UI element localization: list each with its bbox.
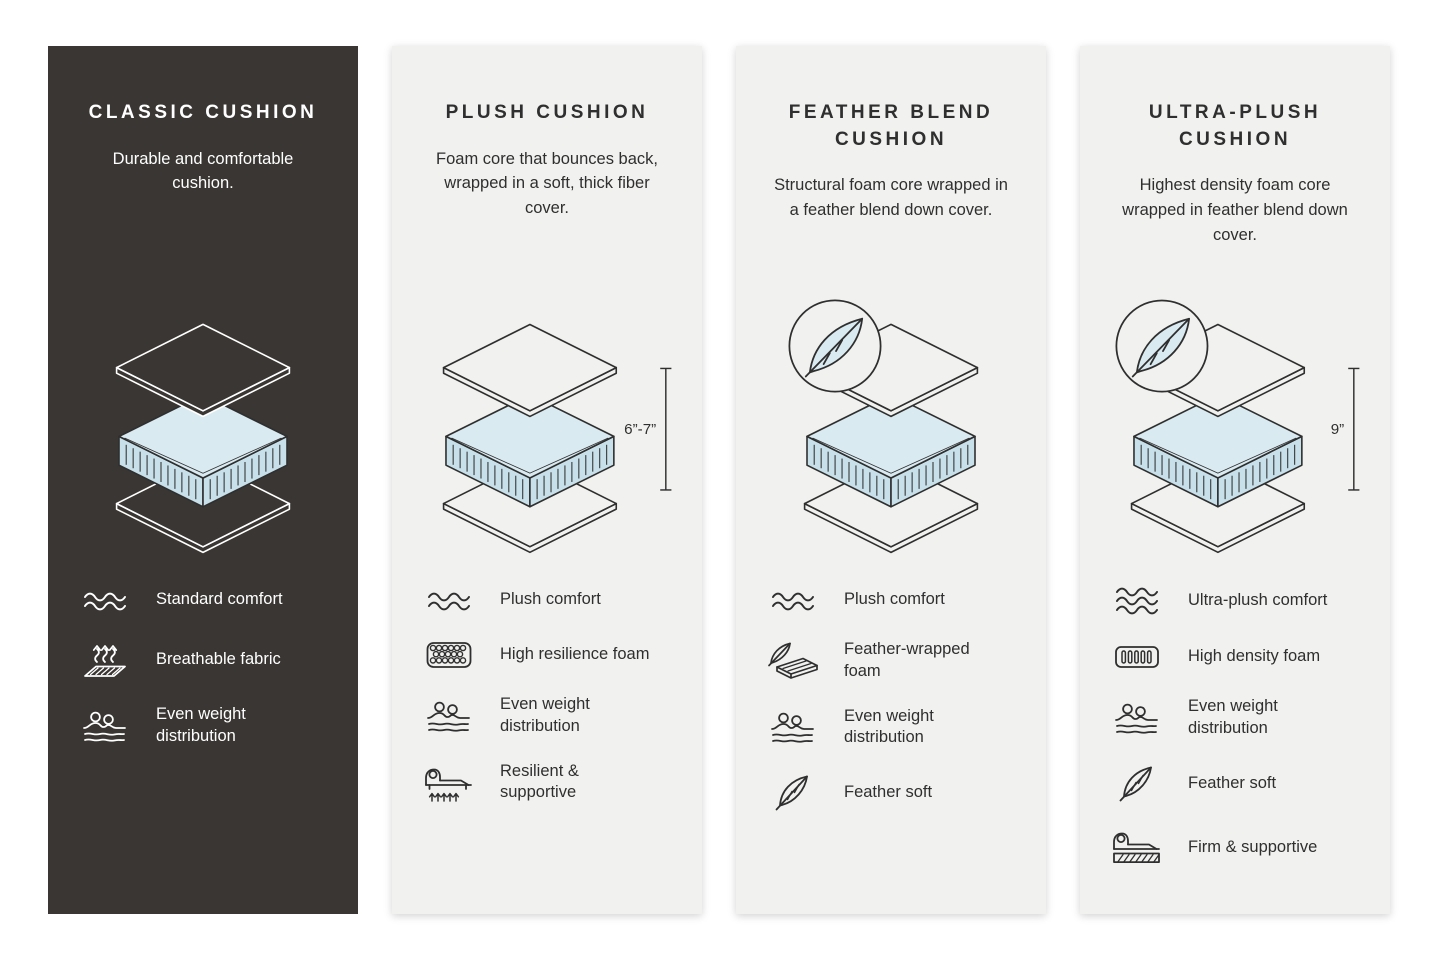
even-weight-icon	[422, 698, 476, 734]
cushion-card-feather-blend: FEATHER BLEND CUSHION Structural foam co…	[736, 46, 1046, 914]
waves-3-icon	[1110, 584, 1164, 618]
feature-label: Feather soft	[844, 783, 933, 802]
feature-label: Even weight distribution	[844, 706, 934, 747]
card-description: Highest density foam core wrapped in fea…	[1122, 176, 1348, 244]
card-head: CLASSIC CUSHION Durable and comfortable …	[82, 100, 324, 290]
feature-list: Plush comfort High resilience foam Even …	[422, 584, 672, 804]
feature-label: Ultra-plush comfort	[1188, 591, 1328, 610]
card-head: ULTRA-PLUSH CUSHION Highest density foam…	[1108, 100, 1362, 290]
feature-row: Resilient & supportive	[422, 761, 672, 805]
breathable-icon	[78, 639, 132, 681]
feature-label: Resilient & supportive	[500, 761, 579, 802]
feature-list: Plush comfort Feather-wrapped foam Even …	[766, 584, 1016, 814]
diagram-wrap	[83, 290, 323, 570]
cushion-diagram: 6”-7”	[442, 323, 671, 554]
diagram-wrap	[771, 290, 1011, 570]
feather-icon	[804, 317, 864, 378]
feature-row: Feather soft	[766, 772, 1016, 814]
lounger-arrows-icon	[422, 761, 476, 803]
feature-label: Feather soft	[1188, 773, 1277, 792]
feature-row: Even weight distribution	[78, 704, 328, 748]
feature-label: High resilience foam	[500, 645, 650, 664]
feather-foam-icon	[766, 641, 820, 681]
feature-row: Even weight distribution	[422, 694, 672, 738]
card-description: Structural foam core wrapped in a feathe…	[774, 176, 1008, 219]
feature-list: Ultra-plush comfort High density foam Ev…	[1110, 584, 1360, 868]
feather-badge	[1115, 299, 1208, 393]
feature-row: Breathable fabric	[78, 639, 328, 681]
feature-row: Even weight distribution	[766, 706, 1016, 750]
even-weight-icon	[1110, 700, 1164, 736]
feature-label: Even weight distribution	[156, 705, 246, 745]
density-foam-icon	[1110, 641, 1164, 673]
diagram-wrap: 9”	[1098, 290, 1373, 570]
cushion-diagram	[788, 299, 979, 554]
cushion-diagram: 9”	[1115, 299, 1359, 554]
feature-row: Feather-wrapped foam	[766, 639, 1016, 683]
feature-row: Feather soft	[1110, 763, 1360, 805]
feature-row: Plush comfort	[422, 584, 672, 616]
feature-row: Standard comfort	[78, 584, 328, 616]
feature-label: Even weight distribution	[1188, 697, 1278, 737]
dimension-label: 9”	[1330, 421, 1344, 438]
cushion-card-classic: CLASSIC CUSHION Durable and comfortable …	[48, 46, 358, 914]
feature-label: Plush comfort	[844, 590, 945, 609]
feature-row: Ultra-plush comfort	[1110, 584, 1360, 618]
feather-icon	[1110, 763, 1164, 805]
dimension-indicator	[1347, 367, 1359, 491]
feature-label: Even weight distribution	[500, 695, 590, 735]
feather-icon	[766, 772, 820, 814]
foam-core	[806, 394, 976, 508]
firm-supportive-icon	[1110, 828, 1164, 868]
feature-row: High density foam	[1110, 641, 1360, 673]
waves-2-icon	[766, 584, 820, 616]
foam-core	[444, 394, 615, 508]
feather-badge	[788, 299, 882, 393]
even-weight-icon	[78, 708, 132, 744]
cushion-diagram	[115, 323, 291, 554]
feather-icon	[1131, 317, 1190, 378]
even-weight-icon	[766, 709, 820, 745]
feature-label: Breathable fabric	[156, 650, 281, 669]
foam-core	[118, 394, 288, 508]
dimension-label: 6”-7”	[624, 421, 656, 438]
diagram-wrap: 6”-7”	[410, 290, 685, 570]
card-title: ULTRA-PLUSH CUSHION	[1148, 102, 1322, 150]
card-title: PLUSH CUSHION	[445, 102, 649, 123]
feature-label: Feather-wrapped foam	[844, 640, 970, 680]
card-head: FEATHER BLEND CUSHION Structural foam co…	[764, 100, 1018, 290]
card-head: PLUSH CUSHION Foam core that bounces bac…	[426, 100, 668, 290]
waves-2-icon	[422, 584, 476, 616]
feature-row: Even weight distribution	[1110, 696, 1360, 740]
dimension-indicator	[659, 367, 671, 491]
card-row: CLASSIC CUSHION Durable and comfortable …	[48, 46, 1390, 914]
top-cover	[442, 323, 617, 418]
feature-row: High resilience foam	[422, 639, 672, 671]
card-description: Durable and comfortable cushion.	[112, 149, 294, 193]
top-cover	[115, 323, 291, 418]
cushion-card-plush: PLUSH CUSHION Foam core that bounces bac…	[392, 46, 702, 914]
feature-list: Standard comfort Breathable fabric Even …	[78, 584, 328, 748]
honeycomb-foam-icon	[422, 639, 476, 671]
cushion-card-ultra-plush: ULTRA-PLUSH CUSHION Highest density foam…	[1080, 46, 1390, 914]
feature-row: Firm & supportive	[1110, 828, 1360, 868]
feature-label: Firm & supportive	[1188, 837, 1318, 856]
feature-label: Standard comfort	[156, 590, 283, 609]
waves-2-icon	[78, 584, 132, 616]
feature-row: Plush comfort	[766, 584, 1016, 616]
card-description: Foam core that bounces back, wrapped in …	[436, 149, 658, 218]
feature-label: High density foam	[1188, 647, 1321, 666]
foam-core	[1132, 394, 1303, 508]
card-title: FEATHER BLEND CUSHION	[788, 102, 994, 150]
feature-label: Plush comfort	[500, 590, 601, 609]
card-title: CLASSIC CUSHION	[88, 102, 318, 123]
